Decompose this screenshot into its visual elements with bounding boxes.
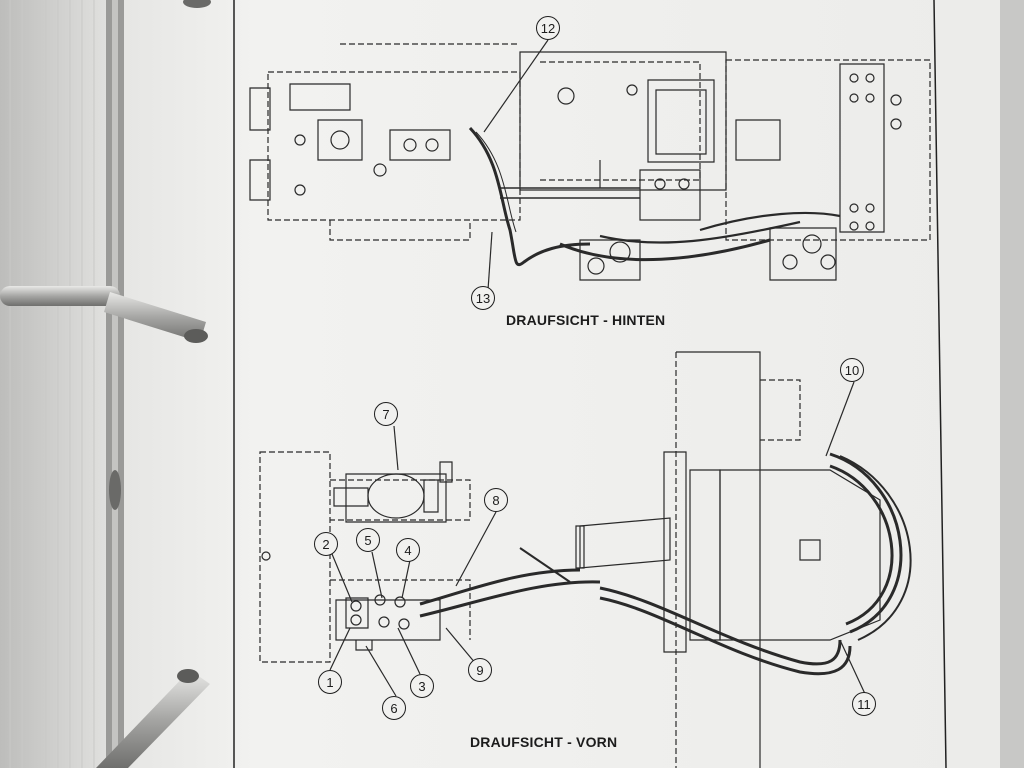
- callout-5: 5: [356, 528, 380, 552]
- callout-1: 1: [318, 670, 342, 694]
- callout-7: 7: [374, 402, 398, 426]
- callout-9: 9: [468, 658, 492, 682]
- callout-12: 12: [536, 16, 560, 40]
- callout-4: 4: [396, 538, 420, 562]
- callout-13: 13: [471, 286, 495, 310]
- callout-8: 8: [484, 488, 508, 512]
- callout-11: 11: [852, 692, 876, 716]
- rear-assembly-drawing: [249, 39, 931, 291]
- front-assembly-drawing: [259, 351, 912, 768]
- binder-ring-bottom: [96, 669, 210, 768]
- callout-10: 10: [840, 358, 864, 382]
- caption-rear-view: DRAUFSICHT - HINTEN: [506, 312, 666, 328]
- binder-ring-top: [0, 286, 208, 343]
- callout-6: 6: [382, 696, 406, 720]
- callout-2: 2: [314, 532, 338, 556]
- manual-page: [124, 0, 1004, 768]
- page-stack: [0, 0, 112, 768]
- callout-3: 3: [410, 674, 434, 698]
- caption-front-view: DRAUFSICHT - VORN: [470, 734, 618, 750]
